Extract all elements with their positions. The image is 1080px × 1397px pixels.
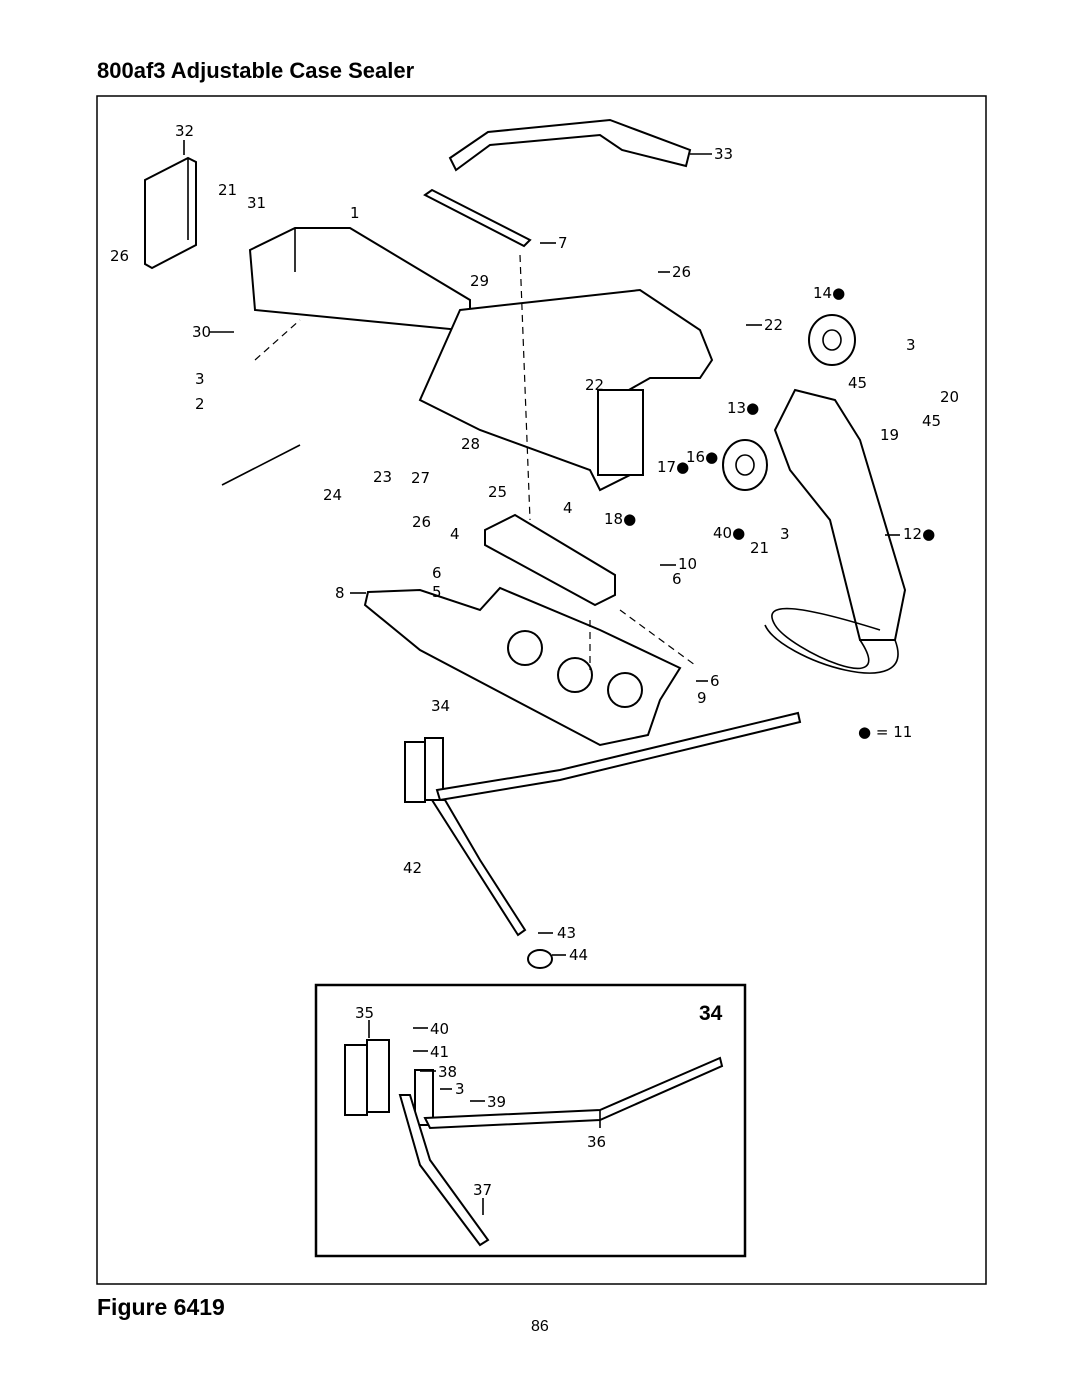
callout-32: 32 [175, 122, 194, 140]
callout-28: 28 [461, 435, 480, 453]
callout-44: 44 [569, 946, 588, 964]
part-44-cap [527, 949, 553, 969]
callout-40: 40 [430, 1020, 449, 1038]
callout-6: 6 [672, 570, 682, 588]
callout-31: 31 [247, 194, 266, 212]
callout-38: 38 [438, 1063, 457, 1081]
inset-bracket [344, 1039, 434, 1126]
callout-30: 30 [192, 323, 211, 341]
callout-29: 29 [470, 272, 489, 290]
callout-3: 3 [195, 370, 205, 388]
callout-39: 39 [487, 1093, 506, 1111]
main-frame-arm [418, 288, 714, 492]
page-number: 86 [531, 1318, 549, 1335]
part-7-rod [423, 188, 532, 248]
callout-22: 22 [764, 316, 783, 334]
callout-12: 12● [903, 525, 935, 543]
inset-detail: 34 35 40 41 38 3 39 36 37 [314, 983, 747, 1258]
callout-4: 4 [450, 525, 460, 543]
part-32-side-bracket [144, 156, 197, 270]
callout-26: 26 [672, 263, 691, 281]
callout-18: 18● [604, 510, 636, 528]
callout-25: 25 [488, 483, 507, 501]
callout-21: 21 [750, 539, 769, 557]
callout-3: 3 [906, 336, 916, 354]
callout-27: 27 [411, 469, 430, 487]
callout-45: 45 [848, 374, 867, 392]
callout-41: 41 [430, 1043, 449, 1061]
callout-42: 42 [403, 859, 422, 877]
leader-lines [183, 140, 900, 956]
callout-26: 26 [412, 513, 431, 531]
callout-43: 43 [557, 924, 576, 942]
callout-16: 16● [686, 448, 718, 466]
callout-26: 26 [110, 247, 129, 265]
part-14-flange [808, 314, 856, 366]
callout-13: 13● [727, 399, 759, 417]
callout-1: 1 [350, 204, 360, 222]
callout-45: 45 [922, 412, 941, 430]
callout-8: 8 [335, 584, 345, 602]
callout-17: 17● [657, 458, 689, 476]
callout-36: 36 [587, 1133, 606, 1151]
part-4-plate [484, 513, 616, 607]
callout-3: 3 [780, 525, 790, 543]
callout-5: 5 [432, 583, 442, 601]
page-title: 800af3 Adjustable Case Sealer [97, 58, 415, 83]
figure-frame [96, 95, 987, 1285]
part-33-top-cover [448, 118, 692, 172]
callout-34: 34 [431, 697, 450, 715]
callout-33: 33 [714, 145, 733, 163]
callout-20: 20 [940, 388, 959, 406]
callout-24: 24 [323, 486, 342, 504]
callout-14: 14● [813, 284, 845, 302]
callout-3: 3 [455, 1080, 465, 1098]
callout-23: 23 [373, 468, 392, 486]
part-1-housing [248, 227, 471, 332]
callout-37: 37 [473, 1181, 492, 1199]
callout-19: 19 [880, 426, 899, 444]
callout-7: 7 [558, 234, 568, 252]
callout-6: 6 [710, 672, 720, 690]
part-12-swing-arm [764, 388, 907, 674]
legend-note: ● = 11 [858, 723, 912, 741]
callout-9: 9 [697, 689, 707, 707]
part-13-hub [722, 439, 768, 491]
callout-22: 22 [585, 376, 604, 394]
callout-21: 21 [218, 181, 237, 199]
callout-10: 10 [678, 555, 697, 573]
callout-6: 6 [432, 564, 442, 582]
figure-caption: Figure 6419 [97, 1294, 225, 1320]
inset-number: 34 [699, 1002, 723, 1025]
callout-40: 40● [713, 524, 745, 542]
part-8-lower-plate [363, 586, 682, 747]
callout-4: 4 [563, 499, 573, 517]
callout-35: 35 [355, 1004, 374, 1022]
part-34-bracket-tube [404, 711, 802, 937]
callout-2: 2 [195, 395, 205, 413]
